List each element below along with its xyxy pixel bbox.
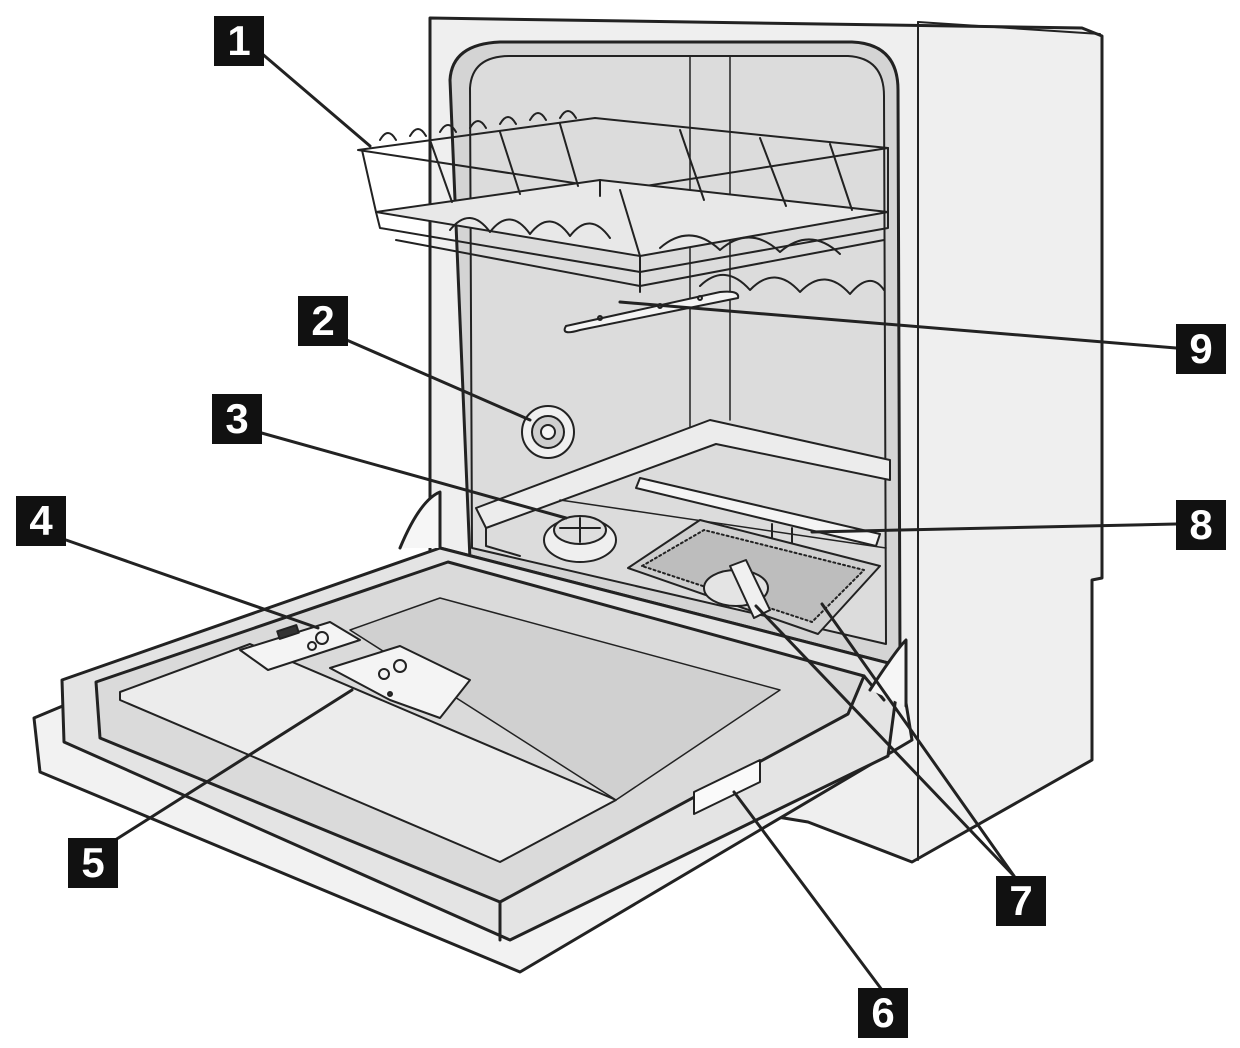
filter-system (627, 519, 881, 635)
callout-2: 2 (298, 296, 348, 346)
detergent-dispenser (329, 645, 471, 719)
callout-7: 7 (996, 876, 1046, 926)
salt-container-cap (543, 515, 617, 563)
callout-9: 9 (1176, 324, 1226, 374)
callout-3: 3 (212, 394, 262, 444)
callout-5: 5 (68, 838, 118, 888)
callout-4: 4 (16, 496, 66, 546)
upper-basket (357, 110, 889, 295)
callout-1: 1 (214, 16, 264, 66)
rating-plate (693, 759, 761, 815)
callout-8: 8 (1176, 500, 1226, 550)
basket-height-adjuster (521, 405, 575, 459)
leader-lines (64, 50, 1178, 1000)
tub-floor (475, 419, 891, 557)
callout-6: 6 (858, 988, 908, 1038)
rinse-aid-dispenser (239, 621, 361, 671)
